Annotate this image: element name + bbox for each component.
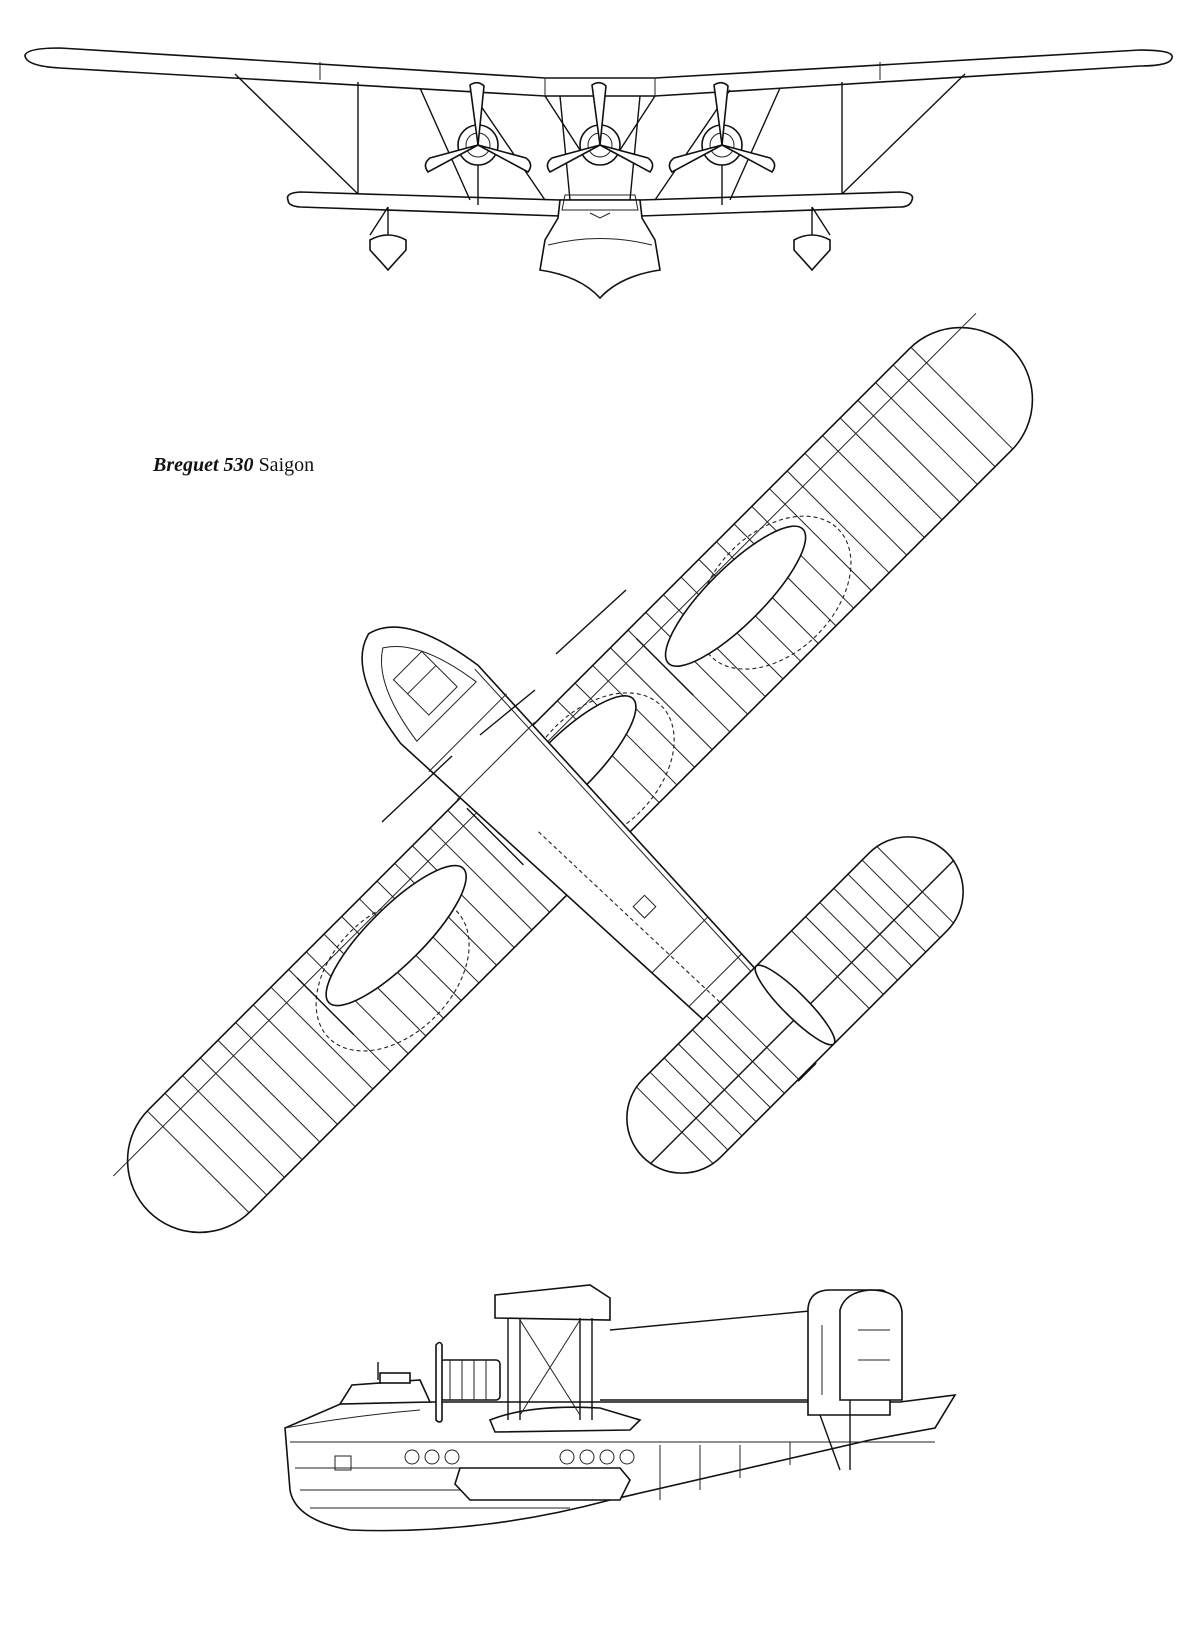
left-engine-icon [424, 81, 532, 205]
aircraft-model: Breguet 530 [153, 454, 254, 476]
right-engine-icon [668, 81, 776, 205]
aircraft-name: Saigon [258, 454, 315, 476]
hull-portholes [404, 1449, 635, 1465]
center-engine-icon [546, 81, 654, 174]
drawing-caption: Breguet 530 Saigon [153, 454, 314, 477]
